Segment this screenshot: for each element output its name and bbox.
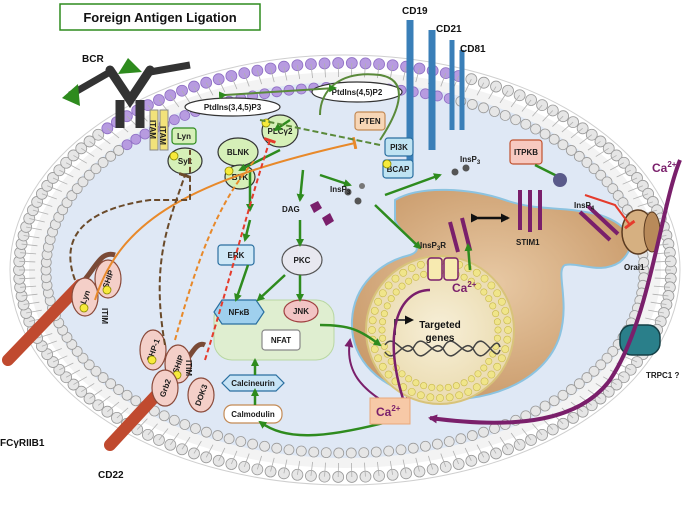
motif-label-0: ITAM [148, 120, 157, 139]
nfat-factor-label: NFAT [271, 336, 291, 345]
fcgr-label: FCγRIIB1 [0, 438, 45, 449]
pip3-lipid[interactable]: PtdIns(3,4,5)P3 [185, 98, 280, 116]
syk-kinase[interactable]: Syk [168, 148, 202, 174]
nfat-factor[interactable]: NFAT [262, 330, 300, 350]
pip2-lipid-label: PtdIns(4,5)P2 [332, 88, 383, 97]
pten-phosphatase-label: PTEN [359, 117, 381, 126]
lyn-kinase[interactable]: Lyn [172, 128, 196, 144]
antigen-left [62, 84, 80, 106]
itpkb-kinase[interactable]: ITPKB [510, 140, 542, 164]
pi3k-kinase-label: PI3K [390, 143, 408, 152]
bcr-label: BCR [82, 54, 104, 65]
plcg2-enzyme-label: PLCγ2 [268, 127, 293, 136]
plcg2-enzyme[interactable]: PLCγ2 [262, 115, 298, 147]
dok3-adapter[interactable]: DOK3 [188, 378, 214, 412]
ca-extracellular-label: Ca2+ [652, 160, 677, 175]
pip3-lipid-label: PtdIns(3,4,5)P3 [204, 103, 262, 112]
targeted-genes-line2: genes [426, 333, 455, 344]
blnk-adapter[interactable]: BLNK [218, 138, 258, 166]
calcineurin-label: Calcineurin [231, 379, 275, 388]
ship-fc[interactable]: SHIP [95, 260, 121, 298]
jnk-kinase-label: JNK [293, 307, 309, 316]
stim1-label: STIM1 [516, 238, 540, 247]
motif-label-1: ITAM [158, 126, 167, 145]
pkc-kinase[interactable]: PKC [282, 245, 322, 275]
calmodulin-label: Calmodulin [231, 410, 275, 419]
trpc-label: TRPC1 ? [646, 371, 679, 380]
calcineurin[interactable]: Calcineurin [222, 375, 284, 391]
blnk-adapter-label: BLNK [227, 148, 249, 157]
ca-cytosol-box: Ca2+ [370, 398, 410, 424]
shp1-phosphatase[interactable]: SHP-1 [140, 330, 166, 370]
pten-phosphatase[interactable]: PTEN [355, 112, 385, 130]
lyn-kinase-label: Lyn [177, 132, 191, 141]
dag-label: DAG [282, 205, 300, 214]
antigen-top [118, 58, 142, 74]
diagram-title: Foreign Antigen Ligation [83, 10, 236, 25]
grb2-adapter[interactable]: Grb2 [152, 370, 178, 406]
orai1-label: Orai1 [624, 263, 645, 272]
motif-label-2: ITIM [100, 308, 109, 324]
motif-label-3: ITIM [184, 360, 193, 376]
cd19-label: CD19 [402, 6, 428, 17]
lyn-fc[interactable]: Lyn [72, 278, 98, 316]
pip2-lipid[interactable]: PtdIns(4,5)P2 [312, 82, 402, 102]
nfkb-factor-label: NFκB [229, 308, 250, 317]
cd81-label: CD81 [460, 44, 486, 55]
targeted-genes-line1: Targeted [419, 320, 461, 331]
calmodulin[interactable]: Calmodulin [224, 405, 282, 423]
pkc-kinase-label: PKC [294, 256, 311, 265]
itpkb-kinase-label: ITPKB [514, 148, 538, 157]
bcap-adapter[interactable]: BCAP [383, 160, 413, 178]
cd22-label: CD22 [98, 470, 124, 481]
jnk-kinase[interactable]: JNK [284, 300, 318, 322]
cd21-label: CD21 [436, 24, 462, 35]
title-box: Foreign Antigen Ligation [60, 4, 260, 30]
erk-kinase[interactable]: ERK [218, 245, 254, 265]
pi3k-kinase[interactable]: PI3K [385, 138, 413, 156]
